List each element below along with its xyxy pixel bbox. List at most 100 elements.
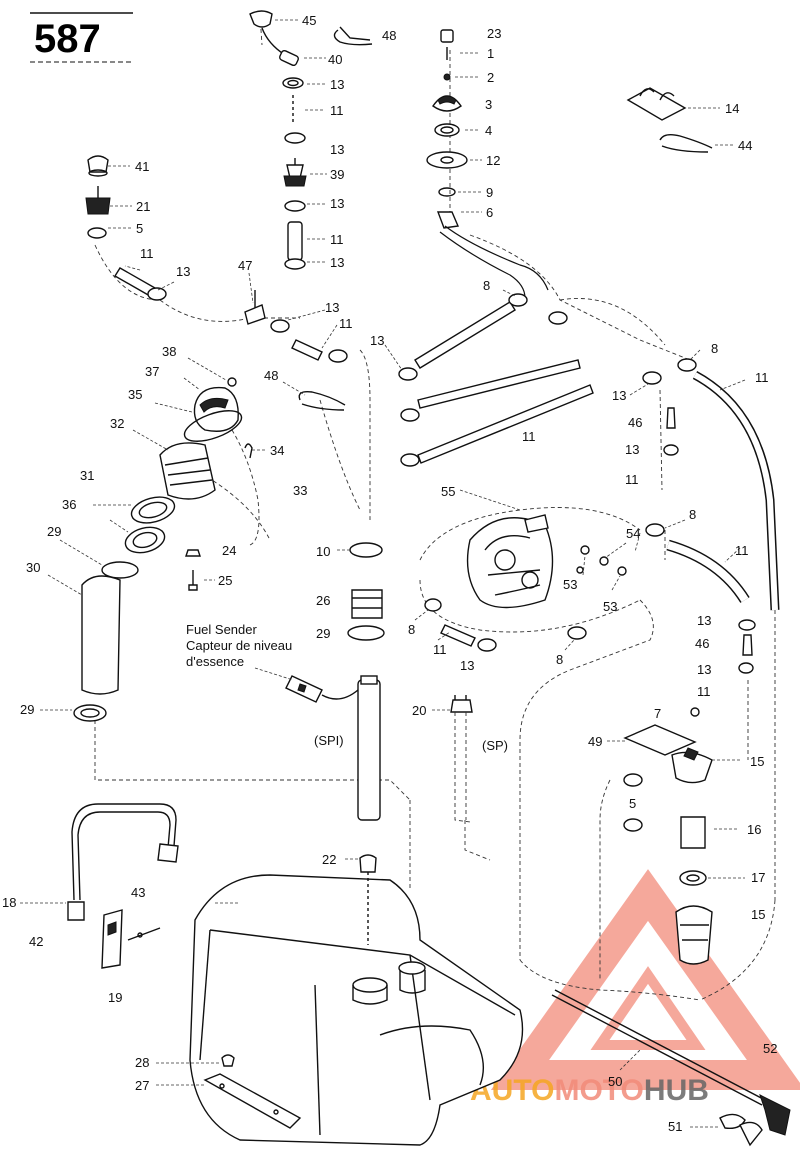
nut-24 xyxy=(185,549,201,591)
callout-38: 38 xyxy=(162,344,176,359)
tank-vent-assembly xyxy=(426,29,549,299)
callout-54: 54 xyxy=(626,526,640,541)
callout-13: 13 xyxy=(460,658,474,673)
callout-32: 32 xyxy=(110,416,124,431)
tank-strap-18 xyxy=(67,803,179,921)
fuel-pump-module xyxy=(623,707,713,965)
clip-14 xyxy=(626,87,687,121)
callout-10: 10 xyxy=(316,544,330,559)
variant-spi: (SPI) xyxy=(314,733,344,748)
page-number: 587 xyxy=(34,17,101,61)
callout-15: 15 xyxy=(750,754,764,769)
callout-43: 43 xyxy=(131,885,145,900)
callout-40: 40 xyxy=(328,52,342,67)
callout-36: 36 xyxy=(62,497,76,512)
callout-30: 30 xyxy=(26,560,40,575)
callout-11: 11 xyxy=(735,543,749,558)
callout-13: 13 xyxy=(697,662,711,677)
callout-44: 44 xyxy=(738,138,752,153)
callout-4: 4 xyxy=(485,123,492,138)
callout-18: 18 xyxy=(2,895,16,910)
callout-2: 2 xyxy=(487,70,494,85)
callout-13: 13 xyxy=(330,77,344,92)
tie-strap-44 xyxy=(659,133,713,153)
callout-11: 11 xyxy=(140,246,154,261)
callout-31: 31 xyxy=(80,468,94,483)
callout-12: 12 xyxy=(486,153,500,168)
callout-52: 52 xyxy=(763,1041,777,1056)
callout-8: 8 xyxy=(408,622,415,637)
fuel-sender-caption: Fuel Sender Capteur de niveau d'essence … xyxy=(186,622,508,753)
callout-17: 17 xyxy=(751,870,765,885)
hoses-right xyxy=(642,358,780,674)
tie-strap-48 xyxy=(333,26,373,46)
tether-33 xyxy=(244,443,253,459)
callout-11: 11 xyxy=(625,472,639,487)
callout-22: 22 xyxy=(322,852,336,867)
callout-5: 5 xyxy=(136,221,143,236)
callout-13: 13 xyxy=(176,264,190,279)
callout-34: 34 xyxy=(270,443,284,458)
fuel-filler-assembly xyxy=(73,377,243,722)
callout-13: 13 xyxy=(612,388,626,403)
fuel-sender-en: Fuel Sender xyxy=(186,622,257,637)
callout-13: 13 xyxy=(330,196,344,211)
fuel-sender-fr2: d'essence xyxy=(186,654,244,669)
fuel-sender-spi xyxy=(285,675,381,821)
callout-13: 13 xyxy=(330,142,344,157)
callout-23: 23 xyxy=(487,26,501,41)
fuel-sender-fr: Capteur de niveau xyxy=(186,638,292,653)
callout-5: 5 xyxy=(629,796,636,811)
leader-lines xyxy=(20,19,746,1128)
callout-42: 42 xyxy=(29,934,43,949)
callout-48: 48 xyxy=(382,28,396,43)
callout-16: 16 xyxy=(747,822,761,837)
strap-27 xyxy=(203,1054,302,1129)
callout-8: 8 xyxy=(689,507,696,522)
callout-27: 27 xyxy=(135,1078,149,1093)
callout-11: 11 xyxy=(522,429,536,444)
fuel-pump-assembly-55 xyxy=(466,514,627,609)
watermark-text: AUTOMOTOHUB xyxy=(470,1074,709,1107)
callout-8: 8 xyxy=(556,652,563,667)
variant-sp: (SP) xyxy=(482,738,508,753)
hoses-middle xyxy=(291,293,594,467)
callout-53: 53 xyxy=(563,577,577,592)
hoses-lower-center xyxy=(424,598,587,652)
callout-labels: 45 48 40 13 11 13 39 13 11 13 23 1 2 3 4… xyxy=(2,13,777,1134)
callout-24: 24 xyxy=(222,543,236,558)
callout-14: 14 xyxy=(725,101,739,116)
vent-line-assembly xyxy=(249,10,307,270)
page-number-block: 587 xyxy=(30,12,133,63)
callout-26: 26 xyxy=(316,593,330,608)
callout-9: 9 xyxy=(486,185,493,200)
callout-45: 45 xyxy=(302,13,316,28)
callout-35: 35 xyxy=(128,387,142,402)
callout-11: 11 xyxy=(433,642,447,657)
callout-47: 47 xyxy=(238,258,252,273)
callout-46: 46 xyxy=(628,415,642,430)
callout-11: 11 xyxy=(330,103,344,118)
tie-strap-48-mid xyxy=(298,390,346,411)
callout-29: 29 xyxy=(316,626,330,641)
callout-33: 33 xyxy=(293,483,307,498)
callout-13: 13 xyxy=(697,613,711,628)
callout-51: 51 xyxy=(668,1119,682,1134)
callout-21: 21 xyxy=(136,199,150,214)
callout-8: 8 xyxy=(711,341,718,356)
callout-3: 3 xyxy=(485,97,492,112)
bracket-19 xyxy=(101,909,161,969)
callout-13: 13 xyxy=(325,300,339,315)
grommets-center xyxy=(347,542,385,641)
valve-assembly-left xyxy=(85,155,167,301)
callout-28: 28 xyxy=(135,1055,149,1070)
callout-13: 13 xyxy=(625,442,639,457)
callout-11: 11 xyxy=(339,316,353,331)
callout-29: 29 xyxy=(47,524,61,539)
fuel-tank xyxy=(189,854,524,1146)
callout-6: 6 xyxy=(486,205,493,220)
callout-11: 11 xyxy=(755,370,769,385)
watermark-logo xyxy=(490,869,800,1090)
callout-25: 25 xyxy=(218,573,232,588)
callout-48: 48 xyxy=(264,368,278,383)
